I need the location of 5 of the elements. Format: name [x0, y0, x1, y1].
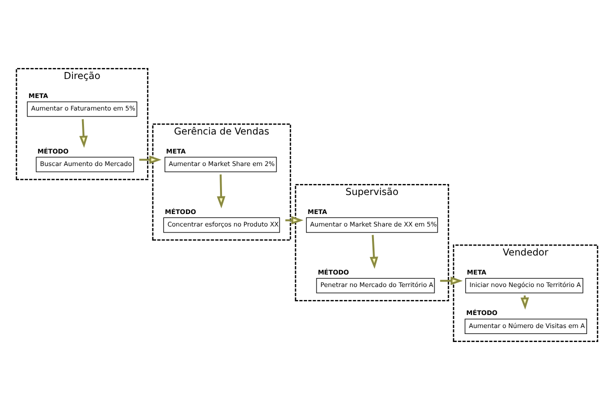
- arrow: [79, 119, 88, 148]
- arrow: [139, 156, 162, 164]
- arrow: [370, 234, 378, 269]
- arrow: [440, 276, 463, 286]
- arrow: [216, 174, 226, 208]
